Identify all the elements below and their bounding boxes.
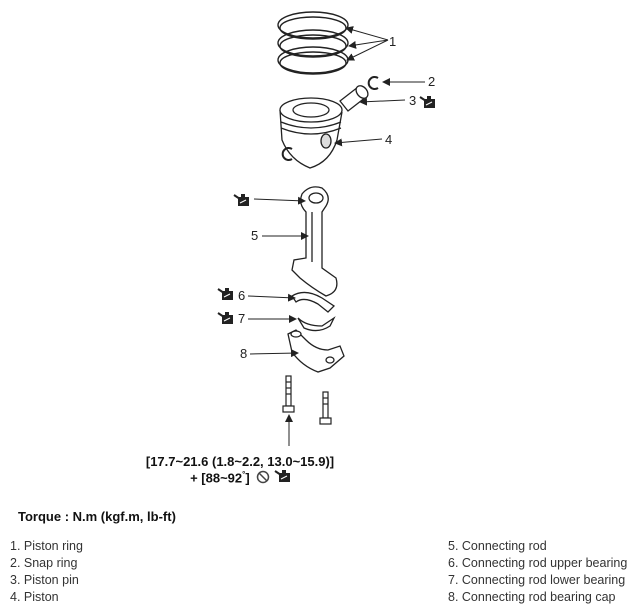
- legend-item: 7. Connecting rod lower bearing: [448, 573, 626, 587]
- oil-can-icon: [217, 311, 234, 325]
- degree-sign: °: [242, 470, 246, 479]
- legend-right: 5. Connecting rod 6. Connecting rod uppe…: [448, 538, 627, 606]
- torque-angle-suffix: ]: [245, 470, 250, 486]
- callout-1: 1: [389, 34, 396, 49]
- oil-can-icon: [273, 469, 291, 484]
- bearing-cap: [287, 329, 345, 373]
- snap-ring: [367, 76, 379, 90]
- torque-spec-value: [17.7~21.6 (1.8~2.2, 13.0~15.9)]: [145, 454, 335, 469]
- oil-can-icon: [217, 287, 234, 301]
- bolt-left: [282, 375, 295, 413]
- oil-can-icon: [419, 95, 436, 109]
- piston-rings: [277, 11, 349, 75]
- upper-bearing: [291, 291, 336, 313]
- legend-item: 3. Piston pin: [10, 573, 79, 587]
- lower-bearing: [297, 316, 336, 332]
- callout-2: 2: [428, 74, 435, 89]
- legend-item: 1. Piston ring: [10, 539, 83, 553]
- oil-can-icon: [233, 193, 250, 207]
- legend-item: 5. Connecting rod: [448, 539, 547, 553]
- torque-label: Torque : N.m (kgf.m, lb-ft): [18, 509, 176, 524]
- legend-item: 6. Connecting rod upper bearing: [448, 556, 628, 570]
- callout-8: 8: [240, 346, 247, 361]
- connecting-rod: [291, 186, 338, 297]
- legend-item: 8. Connecting rod bearing cap: [448, 590, 616, 604]
- snap-ring-lower: [281, 147, 293, 161]
- bolt-right: [319, 391, 332, 425]
- callout-7: 7: [238, 311, 245, 326]
- callout-3: 3: [409, 93, 416, 108]
- legend-left: 1. Piston ring 2. Snap ring 3. Piston pi…: [10, 538, 83, 606]
- callout-4: 4: [385, 132, 392, 147]
- leader-lines-1: [345, 26, 389, 61]
- callout-6: 6: [238, 288, 245, 303]
- callout-5: 5: [251, 228, 258, 243]
- piston: [279, 97, 343, 169]
- torque-angle-prefix: + [88~92: [190, 470, 243, 486]
- legend-item: 2. Snap ring: [10, 556, 78, 570]
- no-reuse-icon: [257, 471, 270, 484]
- piston-pin: [339, 85, 369, 112]
- exploded-view-diagram: 1 2 3 4 5 6 7 8: [217, 11, 436, 446]
- legend-item: 4. Piston: [10, 590, 59, 604]
- torque-spec-angle: + [88~92°]: [90, 469, 390, 486]
